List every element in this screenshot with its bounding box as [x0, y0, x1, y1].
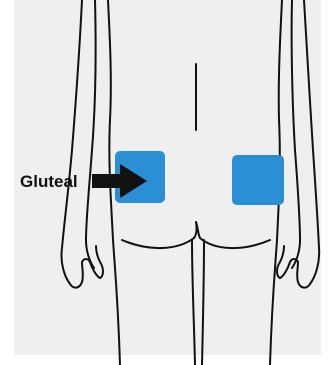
gluteal-label: Gluteal: [20, 172, 78, 191]
right-gluteal-injection-site: [232, 155, 284, 205]
